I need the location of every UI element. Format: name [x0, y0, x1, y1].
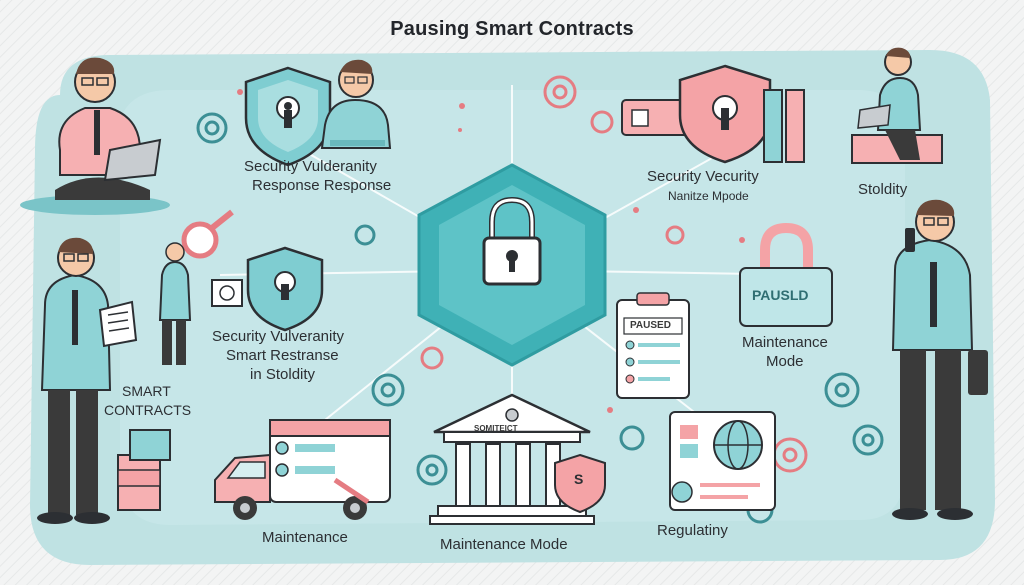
paused-badge-text: PAUSLD [752, 287, 809, 303]
label-smart-line1: SMART [122, 383, 171, 399]
boxes-left [117, 429, 171, 511]
label-security-right-line1: Security Vecurity [647, 168, 759, 185]
label-maintenance-mode-right-line2: Mode [766, 353, 804, 370]
delivery-truck [214, 419, 391, 520]
paused-doc-text: PAUSED [630, 320, 671, 331]
label-maintenance-mode-right-line1: Maintenance [742, 334, 828, 351]
person-laptop-left [20, 57, 170, 215]
label-solidity-right: Stoldity [858, 181, 908, 198]
magnifier-person [158, 209, 243, 365]
person-top-right [851, 47, 943, 164]
label-regulatiny: Regulatiny [657, 522, 728, 539]
coin-letter: S [574, 471, 584, 487]
label-smart-line2: CONTRACTS [104, 402, 192, 418]
label-security-top-line2: Response Response [252, 177, 392, 194]
page-title: Pausing Smart Contracts [390, 18, 634, 40]
bank-building [429, 393, 606, 525]
shield-mid-left [246, 246, 324, 332]
globe-document [669, 411, 776, 511]
person-phone-right [891, 199, 988, 520]
person-clipboard-left [37, 237, 138, 524]
label-security-mid-line3: in Stoldity [250, 366, 316, 383]
label-security-mid-line2: Smart Restranse [226, 347, 339, 364]
label-security-mid-line1: Security Vulveranity [212, 328, 344, 345]
paused-clipboard [616, 292, 690, 399]
label-security-right-line2: Nanitze Mpode [668, 189, 749, 203]
label-maintenance-mode-bottom: Maintenance Mode [440, 536, 568, 553]
person-top-middle [320, 59, 392, 149]
central-lock [417, 163, 607, 367]
label-security-top-line1: Security Vulderanity [244, 158, 377, 175]
label-maintenance-left: Maintenance [262, 529, 348, 546]
bank-sign-text: SOMITEICT [474, 424, 518, 433]
shield-top-right [621, 64, 805, 164]
shield-top-left [244, 66, 332, 167]
paused-padlock [739, 222, 833, 327]
